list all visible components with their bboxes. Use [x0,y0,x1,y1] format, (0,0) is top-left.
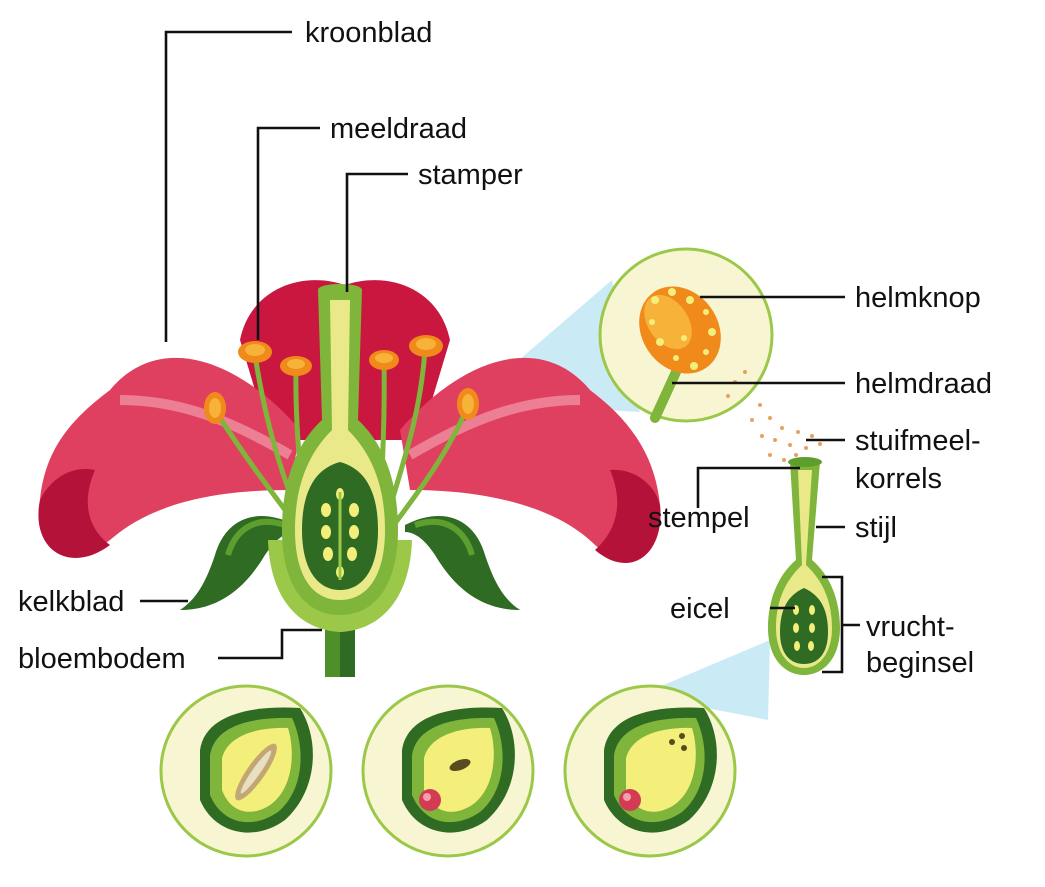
left-petal-fold [38,469,110,558]
zoom-filament [650,367,681,423]
label-stuifmeel-line2: korrels [855,463,942,495]
label-stempel: stempel [648,502,750,534]
left-petal [38,357,300,555]
zoom-pollen-dots [649,288,716,370]
stem-shade [340,625,355,677]
anther-zoom-circle [598,247,774,423]
label-meeldraad: meeldraad [330,113,467,145]
leader-meeldraad [256,126,320,340]
leader-bloembodem [218,628,322,660]
leader-kroonblad [164,30,292,342]
label-vrucht-line1: vrucht- [866,611,955,643]
ovule-stage-3 [563,684,737,858]
label-eicel: eicel [670,593,730,625]
label-helmknop: helmknop [855,282,981,314]
flower-illustration [38,280,661,677]
label-kroonblad: kroonblad [305,17,432,49]
egg-cell [419,789,441,811]
left-sepal [180,516,295,610]
label-bloembodem: bloembodem [18,643,186,675]
label-helmdraad: helmdraad [855,368,992,400]
right-petal-fold [595,469,661,563]
small-stigma [788,457,822,467]
ovules [321,488,359,578]
small-pistil [768,457,840,675]
right-sepal-highlight [414,518,475,556]
label-stamper: stamper [418,159,523,191]
leader-stempel [696,466,800,508]
right-sepal [405,516,520,610]
label-stijl: stijl [855,512,897,544]
labels: kroonblad meeldraad stamper helmknop hel… [18,17,992,679]
anthers [204,335,479,424]
label-kelkblad: kelkblad [18,586,124,618]
ovule-stage-1 [159,684,333,858]
leader-stamper [345,172,408,292]
egg-cell [619,789,641,811]
left-sepal-highlight [225,518,286,556]
label-stuifmeel-line1: stuifmeel- [855,425,981,457]
ovule-stage-2 [361,684,535,858]
leader-lines [140,30,860,674]
label-vrucht-line2: beginsel [866,647,974,679]
right-petal-vein [407,395,581,460]
